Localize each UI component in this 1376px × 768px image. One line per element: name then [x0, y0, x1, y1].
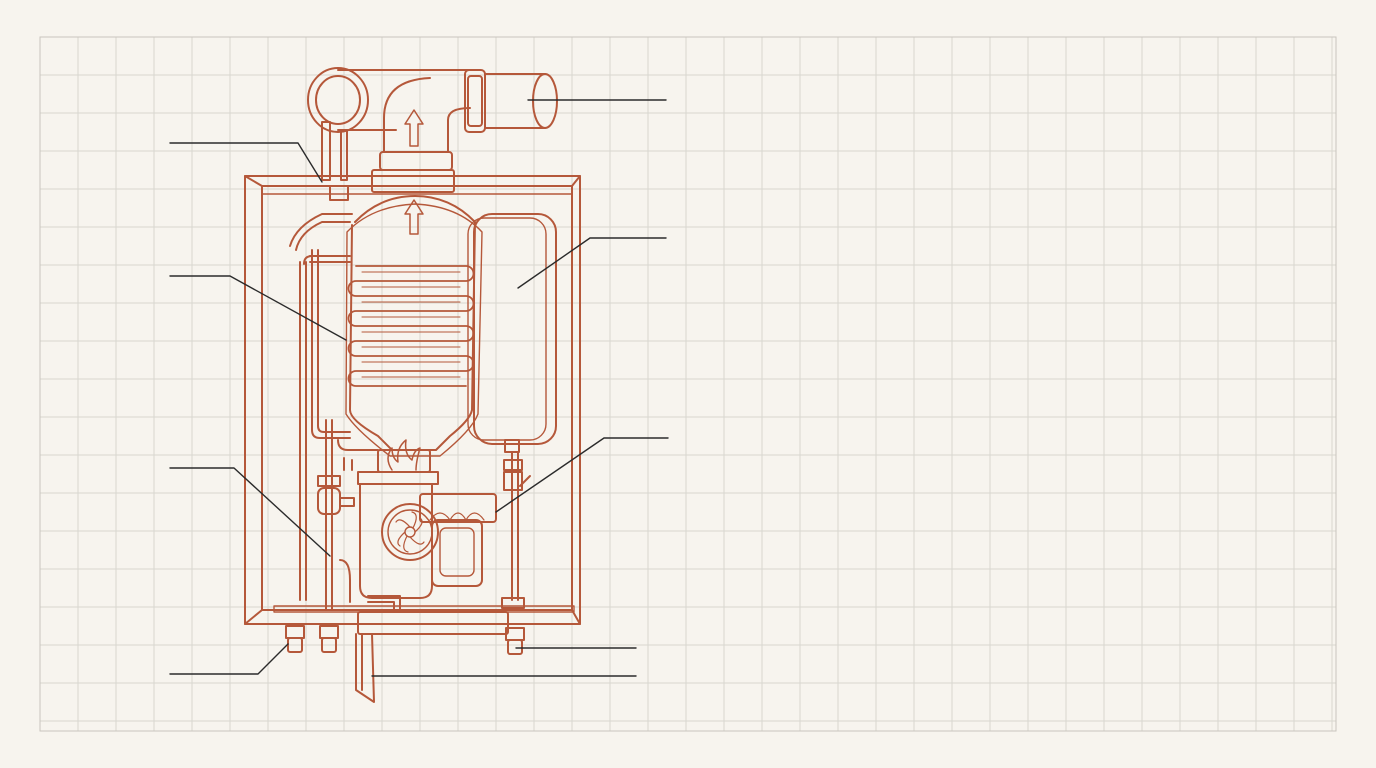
leader-inlet-connection [169, 643, 289, 675]
leader-gas-valve [495, 437, 669, 513]
bottom-connections [285, 611, 525, 703]
expansion-vessel [467, 213, 557, 609]
grid-paper [39, 36, 1337, 732]
fan-assembly [359, 483, 497, 599]
grid-border [39, 36, 1337, 732]
leader-pump [169, 467, 331, 557]
leader-pipe-top [169, 142, 323, 183]
flue-pipe [307, 67, 558, 193]
boiler-line-art [244, 67, 581, 703]
leader-expansion-vessel [517, 237, 667, 289]
up-arrow-icon [404, 109, 424, 147]
coil-inner [362, 272, 460, 392]
water-pipes [289, 185, 401, 611]
boiler-casing [244, 175, 581, 625]
up-arrow-icon [404, 199, 424, 235]
burner [357, 439, 439, 485]
fan-icon [381, 503, 439, 561]
flame-icon [387, 439, 421, 471]
heat-exchanger [303, 195, 483, 457]
leader-lines [169, 99, 669, 677]
leader-heat-exchanger [169, 275, 347, 341]
